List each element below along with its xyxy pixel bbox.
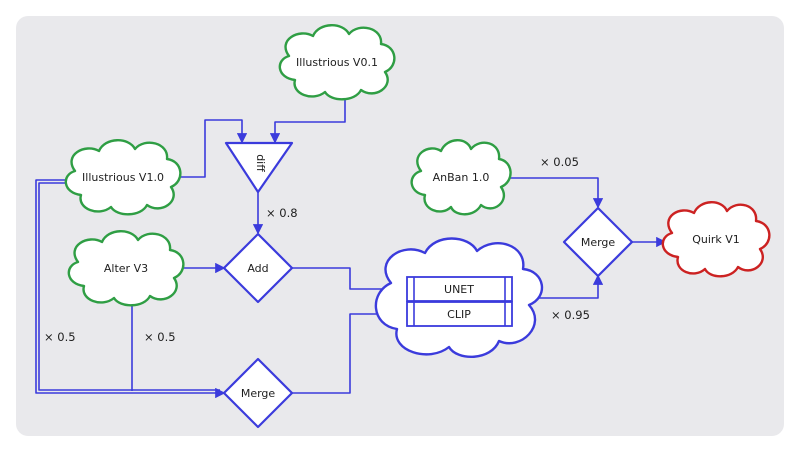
cloud-shape [410, 139, 512, 216]
edge-illustrious-v10-to-merge [35, 179, 226, 399]
edge-label-illustrious-weight: × 0.5 [44, 330, 76, 344]
merge-diamond [562, 206, 634, 278]
edge-label-alter-weight: × 0.5 [144, 330, 176, 344]
edge-label-diff-to-add: × 0.8 [266, 206, 298, 220]
node-alter-v3: Alter V3 [67, 230, 185, 307]
cloud-shape [64, 139, 182, 216]
unet-box: UNET [406, 276, 513, 302]
edge-anban-to-merge [508, 177, 604, 209]
clip-box: CLIP [406, 301, 513, 327]
node-anban-10: AnBan 1.0 [410, 139, 512, 216]
node-diff: diff [224, 141, 294, 194]
node-merge-right: Merge [562, 206, 634, 278]
diff-triangle [224, 141, 294, 194]
clip-rect [406, 301, 513, 327]
node-label: Quirk V1 [692, 233, 740, 246]
node-label: Merge [241, 387, 276, 400]
node-label: AnBan 1.0 [433, 171, 490, 184]
node-label: Merge [581, 236, 616, 249]
node-illustrious-v01: Illustrious V0.1 [278, 24, 396, 101]
edge-label-anban-weight: × 0.05 [540, 155, 579, 169]
node-label: Alter V3 [104, 262, 148, 275]
node-merge-bottom: Merge [222, 357, 294, 429]
edge-illustrious-v10-to-merge-stroke2 [38, 182, 220, 391]
add-diamond [222, 232, 294, 304]
cloud-shape [278, 24, 396, 101]
background-panel [16, 16, 784, 436]
clip-label: CLIP [447, 308, 471, 321]
node-quirk-v1: Quirk V1 [661, 201, 771, 278]
merge-diamond [222, 357, 294, 429]
edge-illustrious-v01-to-diff [269, 97, 346, 144]
edges [35, 97, 667, 399]
node-illustrious-v10: Illustrious V1.0 [64, 139, 182, 216]
node-label: Illustrious V0.1 [296, 56, 378, 69]
node-add: Add [222, 232, 294, 304]
node-label: Illustrious V1.0 [82, 171, 164, 184]
cloud-shape [67, 230, 185, 307]
edge-illustrious-v10-to-diff [172, 119, 248, 178]
unet-label: UNET [444, 283, 474, 296]
edge-label-model-weight: × 0.95 [551, 308, 590, 322]
edge-add-to-unet [291, 267, 409, 295]
edge-model-to-merge [512, 274, 604, 299]
node-label: diff [254, 154, 267, 172]
node-label: Add [247, 262, 268, 275]
unet-rect [406, 276, 513, 302]
cloud-shape [661, 201, 771, 278]
